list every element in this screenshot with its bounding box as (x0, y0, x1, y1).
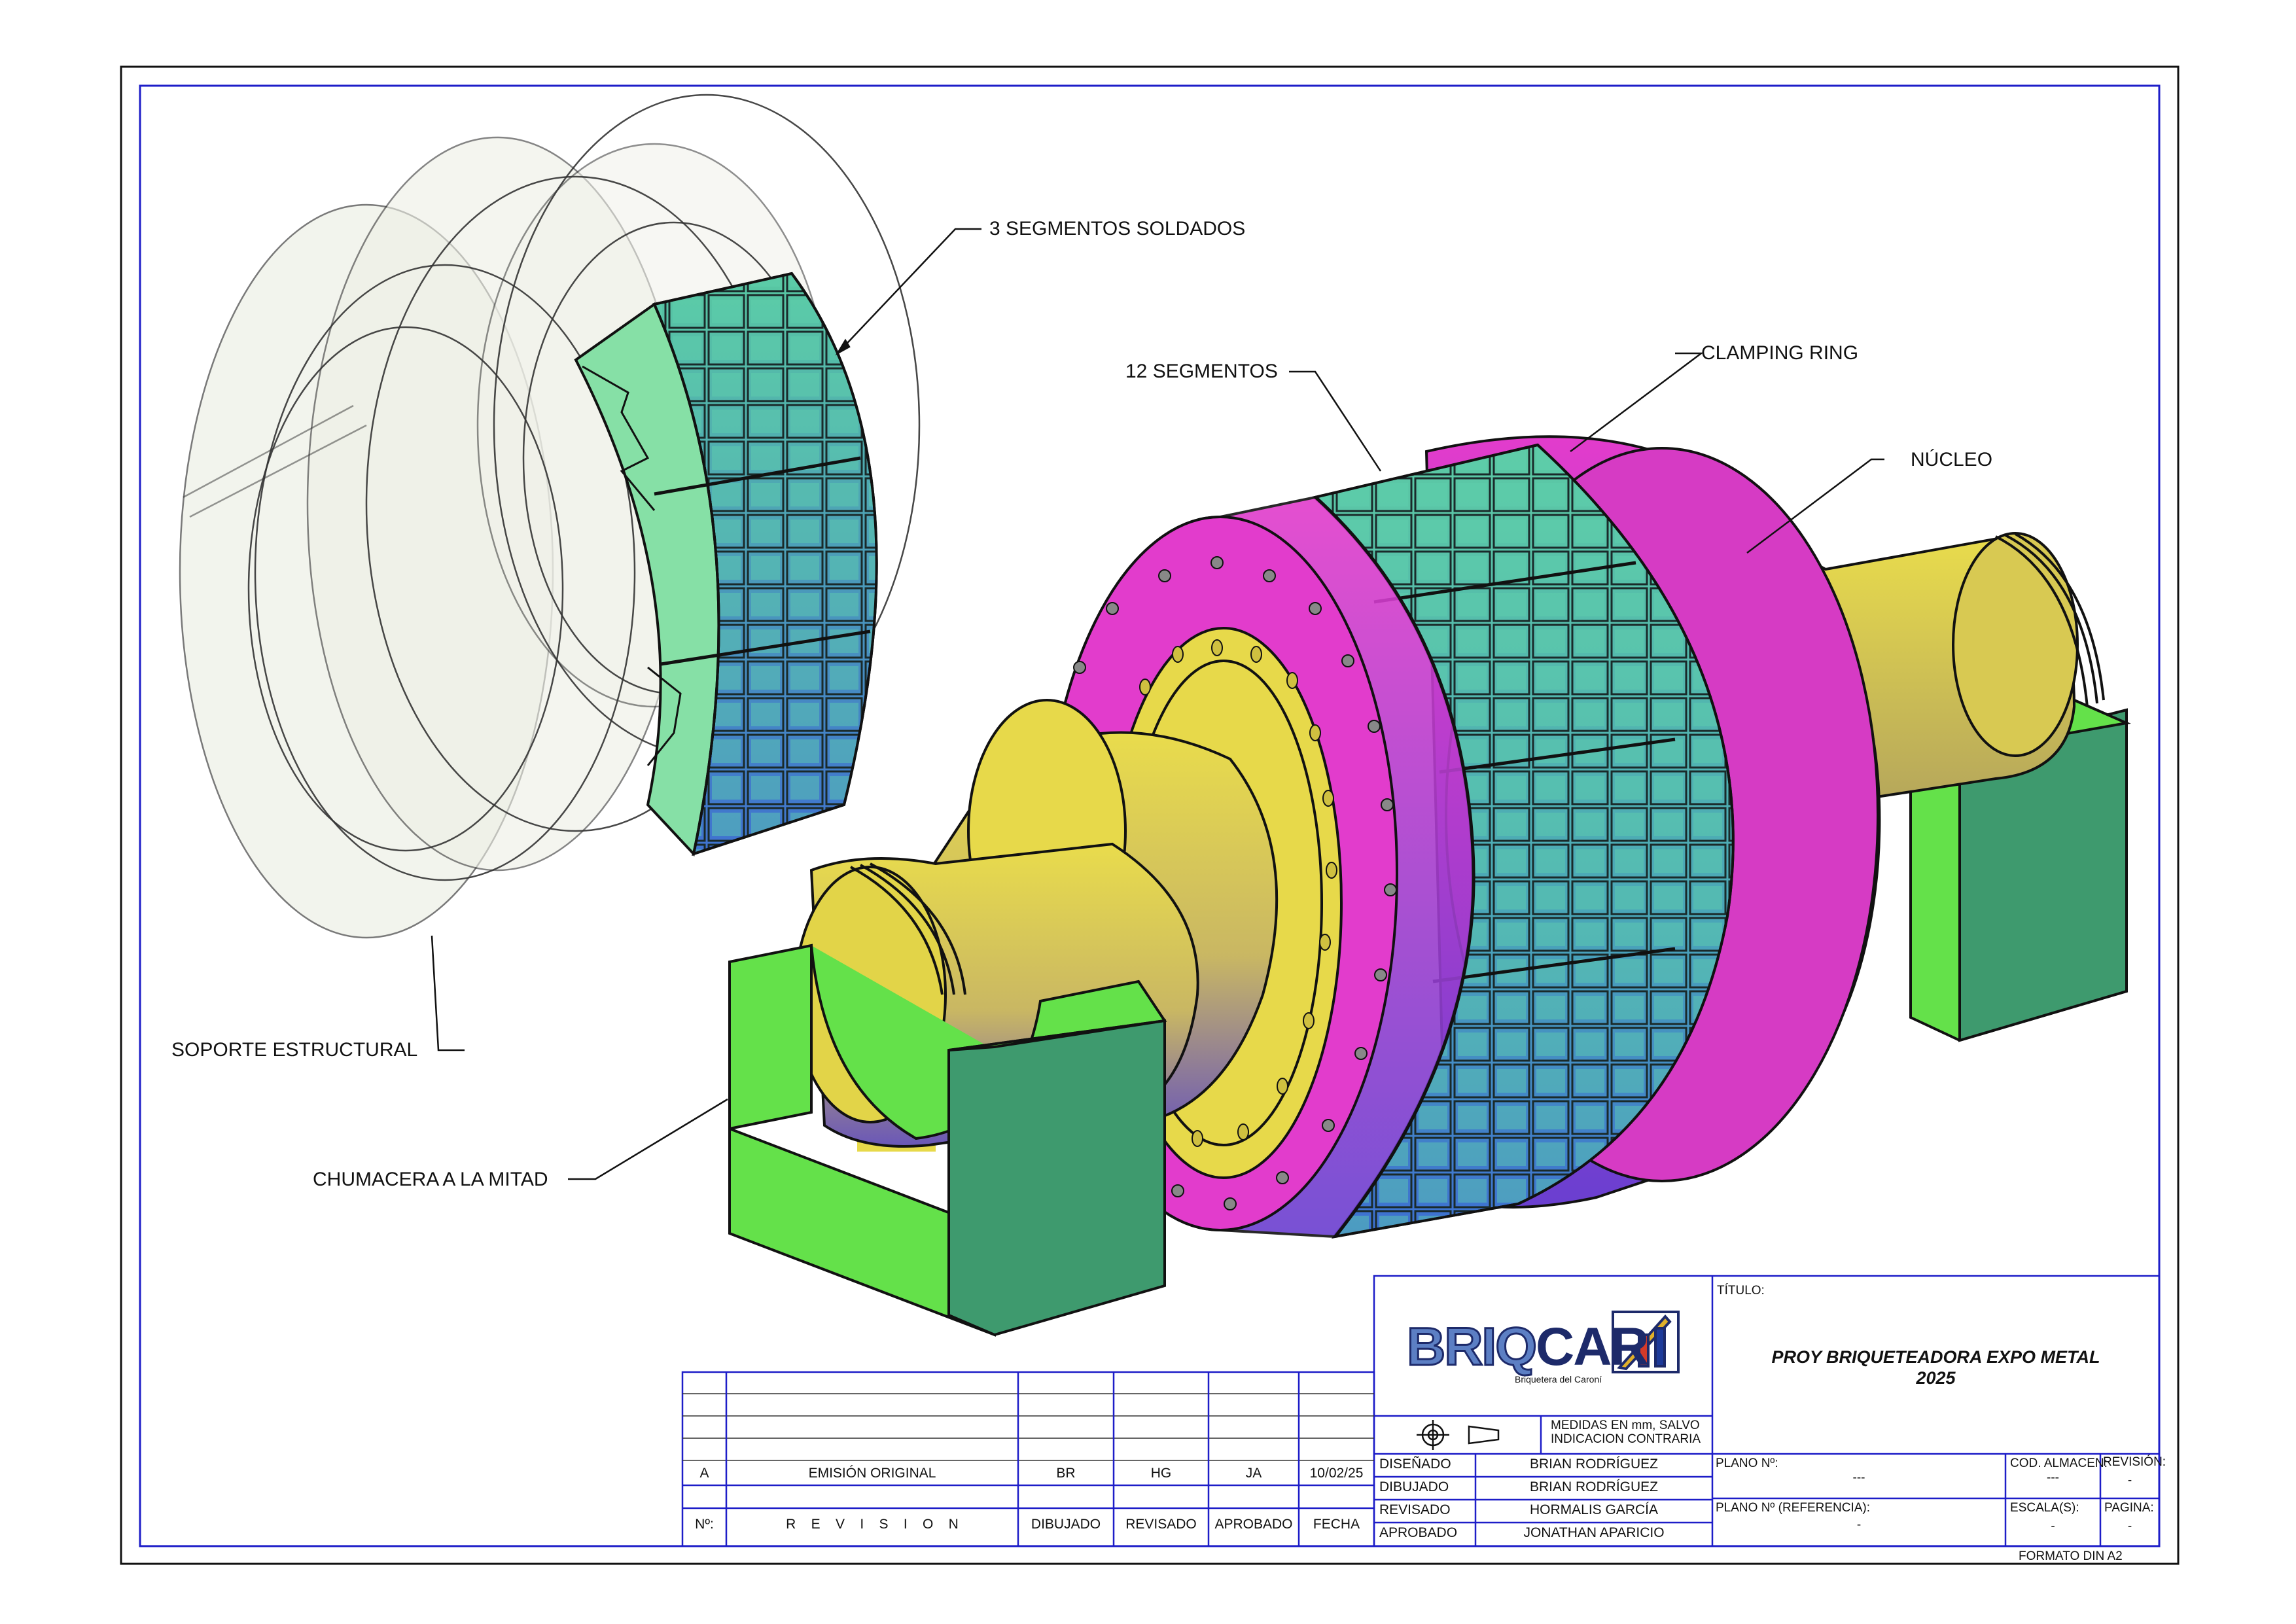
title-block-lines (681, 1275, 2161, 1547)
rev-a-revisado: HG (1150, 1466, 1172, 1481)
plano-ref-label: PLANO Nº (REFERENCIA): (1716, 1501, 1871, 1515)
medidas-note: MEDIDAS EN mm, SALVO INDICACION CONTRARI… (1551, 1419, 1701, 1446)
cod-almacen-label: COD. ALMACEN: (2010, 1456, 2108, 1470)
name-dibujado: BRIAN RODRÍGUEZ (1529, 1479, 1658, 1494)
rev-header-id: Nº: (695, 1517, 714, 1532)
name-aprobado: JONATHAN APARICIO (1523, 1525, 1665, 1540)
plano-ref-value: - (1856, 1518, 1862, 1532)
outer-frame (120, 65, 2180, 1565)
role-dibujado: DIBUJADO (1379, 1479, 1449, 1494)
rev-a-dibujado: BR (1056, 1466, 1076, 1481)
plano-label: PLANO Nº: (1716, 1456, 1778, 1470)
callout-segmentos-soldados: 3 SEGMENTOS SOLDADOS (989, 218, 1246, 239)
medidas-line2: INDICACION CONTRARIA (1551, 1432, 1701, 1446)
company-logo: BRIQCAR Briquetera del Caroní (1406, 1316, 1650, 1388)
drawing-title: PROY BRIQUETEADORA EXPO METAL 2025 (1712, 1347, 2159, 1388)
medidas-line1: MEDIDAS EN mm, SALVO (1551, 1419, 1700, 1432)
formato-label: FORMATO DIN A2 (2019, 1549, 2123, 1563)
plano-value: --- (1852, 1471, 1865, 1485)
callout-doce-segmentos: 12 SEGMENTOS (1125, 361, 1278, 382)
chumacera-frontal (728, 944, 1167, 1337)
revision-value: - (2127, 1474, 2132, 1487)
escala-label: ESCALA(S): (2010, 1501, 2079, 1515)
perforaciones-anillo (1139, 639, 1337, 1147)
callout-soporte-estructural: SOPORTE ESTRUCTURAL (171, 1039, 418, 1061)
name-disenado: BRIAN RODRÍGUEZ (1529, 1456, 1658, 1472)
callout-chumacera: CHUMACERA A LA MITAD (313, 1169, 548, 1190)
rev-a-aprobado: JA (1245, 1466, 1262, 1481)
escala-value: - (2051, 1519, 2055, 1533)
leader-lines (431, 228, 1884, 1180)
revision-label: REVISIÓN: (2103, 1455, 2166, 1469)
briqcar-logo-mark (1612, 1311, 1680, 1373)
rev-header-aprobado: APROBADO (1214, 1517, 1293, 1532)
role-revisado: REVISADO (1379, 1502, 1451, 1517)
rev-a-id: A (699, 1466, 709, 1481)
callout-nucleo: NÚCLEO (1911, 449, 1993, 470)
rev-header-dibujado: DIBUJADO (1031, 1517, 1101, 1532)
logo-tagline: Briquetera del Caroní (1515, 1374, 1602, 1385)
pagina-label: PAGINA: (2104, 1501, 2154, 1515)
role-aprobado: APROBADO (1379, 1525, 1458, 1540)
name-revisado: HORMALIS GARCÍA (1529, 1502, 1659, 1517)
callout-clamping-ring: CLAMPING RING (1701, 342, 1859, 364)
cod-almacen-value: --- (2047, 1471, 2059, 1485)
titulo-label: TÍTULO: (1717, 1284, 1765, 1297)
rev-header-revisado: REVISADO (1125, 1517, 1197, 1532)
rev-header-fecha: FECHA (1313, 1517, 1360, 1532)
rev-a-fecha: 10/02/25 (1309, 1466, 1364, 1481)
logo-brand-a: BRIQ (1406, 1316, 1538, 1378)
drawing-title-line1: PROY BRIQUETEADORA EXPO METAL (1771, 1347, 2100, 1367)
rev-header-desc: R E V I S I O N (786, 1517, 959, 1532)
pagina-value: - (2127, 1519, 2132, 1533)
rev-a-desc: EMISIÓN ORIGINAL (808, 1466, 936, 1481)
drawing-title-line2: 2025 (1916, 1368, 1956, 1388)
logo-brand-b: CAR (1536, 1317, 1650, 1377)
role-disenado: DISEÑADO (1379, 1456, 1451, 1472)
segmentos-soldados (574, 272, 878, 857)
projection-symbol-icon (1417, 1420, 1500, 1450)
